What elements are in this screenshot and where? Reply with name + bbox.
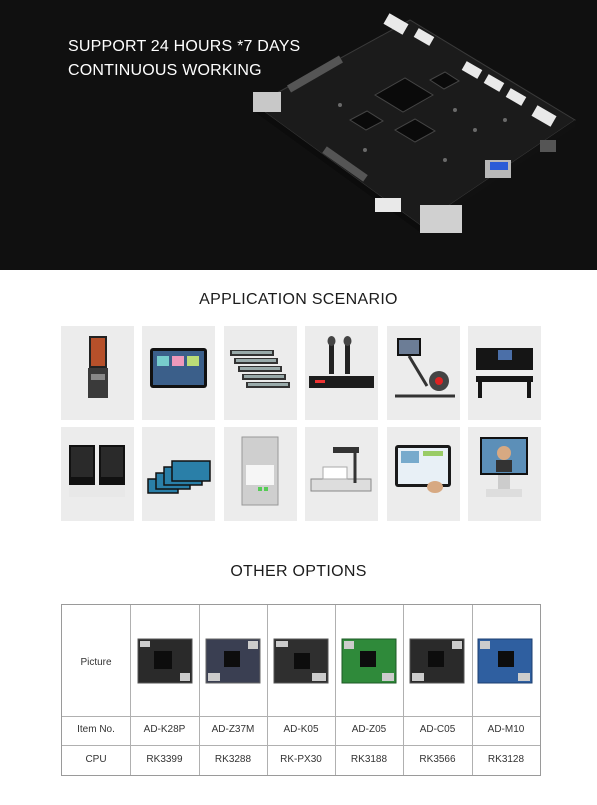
item-number: AD-Z05 (351, 724, 387, 735)
scenario-tile (142, 427, 215, 521)
row-label-item: Item No. (77, 724, 115, 735)
board-picture (137, 638, 193, 684)
row-label-picture: Picture (80, 657, 112, 668)
item-number: AD-C05 (419, 724, 456, 735)
cpu-value: RK3288 (214, 754, 252, 765)
hero-headline: SUPPORT 24 HOURS *7 DAYS CONTINUOUS WORK… (68, 35, 300, 83)
wireless-microphone-icon (309, 336, 374, 388)
cpu-value: RK3566 (419, 754, 456, 765)
panel-stack-icon (147, 460, 211, 494)
scenario-tile (305, 326, 378, 420)
item-number: AD-K28P (143, 724, 186, 735)
board-picture (273, 638, 329, 684)
row-label-cpu: CPU (85, 754, 107, 765)
mainboard-image (253, 13, 576, 233)
touch-monitor-icon (395, 445, 451, 493)
hero-headline-line-1: SUPPORT 24 HOURS *7 DAYS (68, 38, 301, 55)
cpu-value: RK3188 (350, 754, 388, 765)
cpu-value: RK3128 (487, 754, 525, 765)
board-picture (409, 638, 465, 684)
options-table: Picture Item No. CPU AD-K28P AD-Z37M AD-… (61, 604, 541, 776)
scenario-tile (305, 427, 378, 521)
cpu-value: RK3399 (146, 754, 183, 765)
scenario-tile (142, 326, 215, 420)
scenario-tile (61, 326, 134, 420)
scenario-tile (61, 427, 134, 521)
rowing-machine-icon (395, 338, 455, 398)
hero-banner: SUPPORT 24 HOURS *7 DAYS CONTINUOUS WORK… (0, 0, 597, 270)
face-recognition-terminal-icon (480, 437, 528, 497)
dual-screen-pos-icon (69, 445, 125, 497)
cpu-value: RK-PX30 (280, 754, 322, 765)
board-picture (477, 638, 533, 684)
other-options-title: OTHER OPTIONS (230, 563, 367, 580)
scenario-tile (224, 326, 297, 420)
kiosk-icon (88, 336, 108, 398)
scenario-tile (387, 427, 460, 521)
item-number: AD-M10 (487, 724, 525, 735)
document-camera-icon (310, 447, 372, 492)
item-number: AD-K05 (283, 724, 319, 735)
scenario-tile (224, 427, 297, 521)
board-picture (205, 638, 261, 684)
smart-switch-panel-icon (241, 436, 279, 506)
scenario-tile (468, 427, 541, 521)
application-scenario-title: APPLICATION SCENARIO (199, 291, 398, 308)
tablet-display-icon (150, 348, 207, 388)
scenario-tile (387, 326, 460, 420)
item-number: AD-Z37M (211, 724, 255, 735)
bar-displays-icon (230, 350, 290, 388)
hero-headline-line-2: CONTINUOUS WORKING (68, 62, 262, 79)
scenario-tile (468, 326, 541, 420)
digital-piano-icon (476, 348, 533, 398)
board-picture (341, 638, 397, 684)
